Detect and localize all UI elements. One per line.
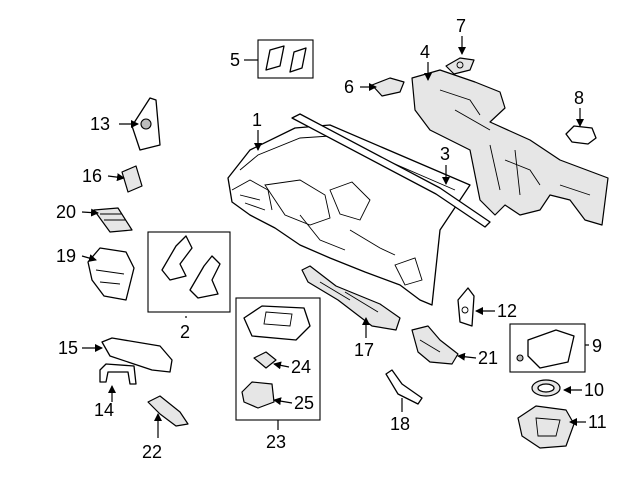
callout-22: 22 xyxy=(142,442,162,462)
callout-7: 7 xyxy=(456,16,466,36)
vent-part-20 xyxy=(93,207,133,233)
callout-21: 21 xyxy=(478,348,498,368)
callout-3: 3 xyxy=(440,144,450,164)
callout-2: 2 xyxy=(180,322,190,342)
callout-24: 24 xyxy=(291,357,311,377)
bracket-part-14 xyxy=(99,363,137,385)
leader-lines xyxy=(81,36,589,438)
callout-19: 19 xyxy=(56,246,76,266)
callout-9: 9 xyxy=(592,336,602,356)
bracket-part-22 xyxy=(147,395,189,427)
duct-part-2 xyxy=(161,235,221,299)
side-cover-part-13 xyxy=(131,97,161,151)
part-2-box xyxy=(147,231,231,313)
callout-8: 8 xyxy=(574,88,584,108)
callout-6: 6 xyxy=(344,77,354,97)
callout-14: 14 xyxy=(94,400,114,420)
callout-25: 25 xyxy=(294,393,314,413)
instrument-panel-part xyxy=(227,124,471,306)
bracket-part-21 xyxy=(411,325,459,365)
callout-13: 13 xyxy=(90,114,110,134)
latch-part-25 xyxy=(241,381,275,409)
cross-car-beam-part xyxy=(411,69,609,226)
callout-18: 18 xyxy=(390,414,410,434)
callout-4: 4 xyxy=(420,42,430,62)
callout-1: 1 xyxy=(252,110,262,130)
callout-12: 12 xyxy=(497,301,517,321)
ring-part-10 xyxy=(531,379,561,397)
glovebox-part-23 xyxy=(243,305,311,341)
bracket-part-7 xyxy=(445,57,475,75)
knee-bolster-part-17 xyxy=(301,265,401,331)
callout-11: 11 xyxy=(588,412,607,432)
trim-part-18 xyxy=(385,369,423,405)
callout-20: 20 xyxy=(56,202,76,222)
end-cap-part-12 xyxy=(457,287,475,327)
part-9-box xyxy=(509,323,586,373)
callout-labels: 1 2 3 4 5 6 7 8 9 10 11 12 13 14 15 16 1… xyxy=(56,16,607,462)
callout-17: 17 xyxy=(354,340,374,360)
callout-23: 23 xyxy=(266,432,286,452)
trim-panel-part-15 xyxy=(101,337,173,373)
windshield-trim-part xyxy=(291,113,491,228)
clip-part-5 xyxy=(265,45,307,73)
callout-10: 10 xyxy=(584,380,604,400)
part-5-box xyxy=(257,39,314,79)
cover-part-9 xyxy=(516,329,575,369)
bracket-part-8 xyxy=(565,125,597,145)
bracket-part-6 xyxy=(371,77,405,97)
switch-part-16 xyxy=(121,165,143,193)
callout-16: 16 xyxy=(82,166,102,186)
callout-5: 5 xyxy=(230,50,240,70)
callout-15: 15 xyxy=(58,338,78,358)
housing-part-11 xyxy=(517,405,575,449)
damper-part-24 xyxy=(253,351,277,369)
panel-part-19 xyxy=(87,247,135,301)
